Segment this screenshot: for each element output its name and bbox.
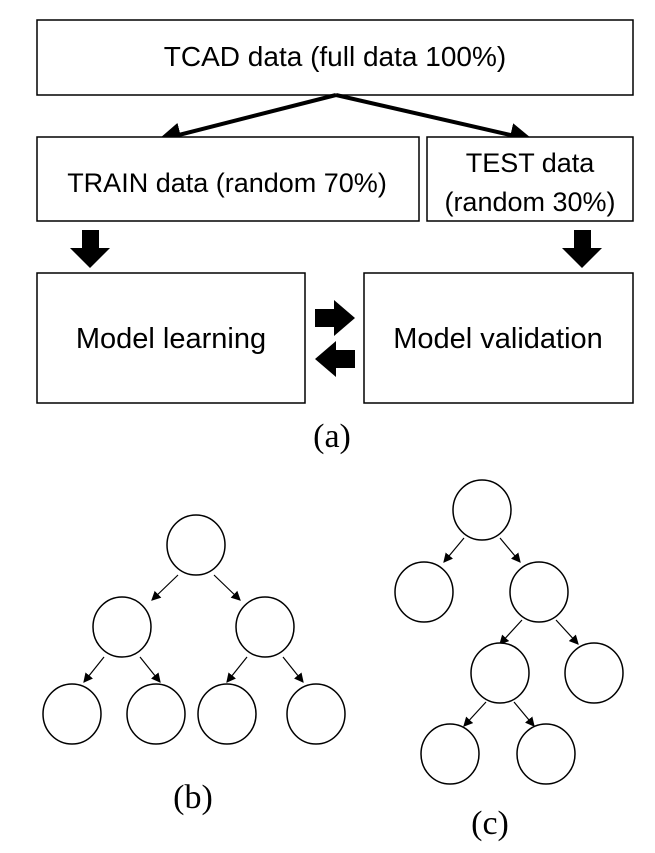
- down-arrow-icon: [562, 230, 602, 268]
- tree-node: [509, 561, 569, 623]
- panel-b-tree: (b): [42, 514, 346, 816]
- tree-node: [516, 723, 576, 785]
- tree-edge: [151, 574, 179, 601]
- tree-edge: [139, 656, 161, 683]
- tree-node: [420, 723, 480, 785]
- tree-node: [470, 642, 530, 704]
- panel-a: TCAD data (full data 100%) TRAIN data (r…: [36, 19, 634, 455]
- tree-node: [394, 561, 454, 623]
- caption-c: (c): [471, 805, 509, 842]
- tree-edge: [499, 619, 523, 645]
- tree-node: [197, 683, 257, 745]
- left-arrow-icon: [315, 341, 355, 377]
- tcad-data-box: [36, 19, 634, 96]
- tree-edge: [513, 701, 535, 727]
- tree-node: [42, 683, 102, 745]
- tree-edge: [83, 656, 105, 683]
- model-validation-label: Model validation: [393, 323, 603, 355]
- model-learning-label: Model learning: [76, 323, 266, 355]
- tree-edge: [499, 537, 521, 563]
- tree-edge: [555, 619, 579, 645]
- split-arrow-train: [157, 93, 337, 147]
- split-arrow-test: [335, 93, 534, 147]
- tree-edge: [282, 656, 304, 683]
- panel-c-tree: (c): [394, 479, 624, 842]
- test-data-label-line1: TEST data: [466, 148, 596, 178]
- test-data-label-line2: (random 30%): [444, 187, 615, 217]
- tree-node: [166, 514, 226, 576]
- train-data-label: TRAIN data (random 70%): [67, 168, 387, 198]
- tree-node: [564, 642, 624, 704]
- tree-edge: [443, 537, 465, 563]
- caption-a: (a): [313, 418, 351, 455]
- tree-node: [126, 683, 186, 745]
- tree-node: [235, 596, 295, 658]
- model-learning-box: [36, 272, 306, 404]
- test-data-box: [426, 136, 634, 222]
- train-data-box: [36, 136, 420, 222]
- tree-edge: [213, 574, 241, 601]
- down-arrow-icon: [70, 230, 110, 268]
- right-arrow-icon: [315, 300, 355, 336]
- tree-edge: [226, 656, 248, 683]
- tree-edge: [463, 701, 487, 727]
- model-validation-box: [363, 272, 634, 404]
- caption-b: (b): [173, 779, 213, 816]
- tree-node: [452, 479, 512, 541]
- tree-node: [92, 596, 152, 658]
- tcad-data-label: TCAD data (full data 100%): [164, 41, 506, 72]
- tree-node: [286, 683, 346, 745]
